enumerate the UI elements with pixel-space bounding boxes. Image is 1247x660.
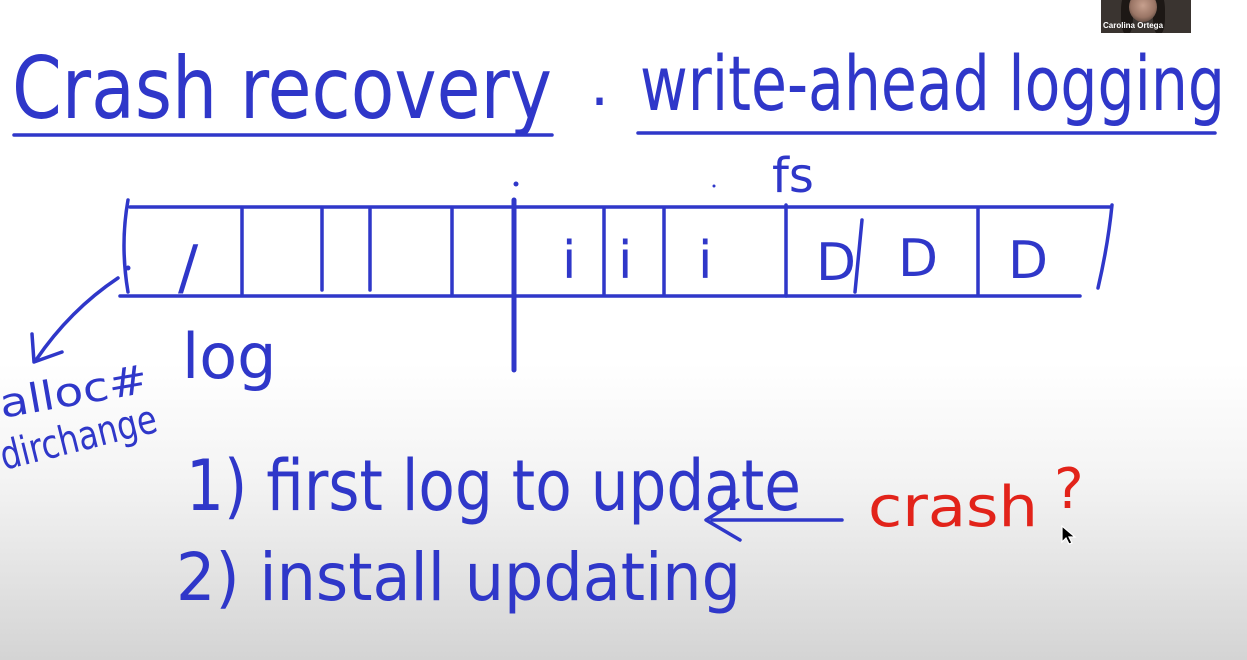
crash-question-mark: ? (1054, 457, 1084, 522)
disk-cell-0: / (178, 233, 199, 303)
log-arrow (30, 276, 120, 364)
disk-cell-10: D (1008, 231, 1048, 291)
step-1: 1) first log to update (186, 445, 801, 527)
disk-cell-9: D (898, 229, 938, 289)
title-write-ahead-logging: write-ahead logging (640, 39, 1225, 128)
mouse-cursor-icon (1061, 524, 1077, 545)
title-crash-recovery: Crash recovery (12, 39, 552, 139)
participant-video-tile[interactable]: Carolina Ortega (1101, 0, 1191, 33)
fs-label: fs (772, 148, 814, 204)
disk-strip (118, 197, 1114, 373)
participant-avatar (1129, 0, 1157, 22)
crash-label: crash (868, 475, 1038, 540)
disk-cell-5: i (562, 231, 576, 291)
participant-name: Carolina Ortega (1103, 21, 1164, 30)
crash-arrow (704, 498, 844, 542)
disk-cell-6: i (618, 231, 632, 291)
ink-dot (513, 181, 519, 187)
step-2: 2) install updating (176, 539, 741, 616)
disk-cell-7: i (698, 231, 712, 291)
title-separator: . (590, 50, 609, 120)
disk-cell-8: D (816, 233, 856, 293)
ink-dot-small (712, 184, 716, 188)
log-label: log (182, 320, 277, 393)
